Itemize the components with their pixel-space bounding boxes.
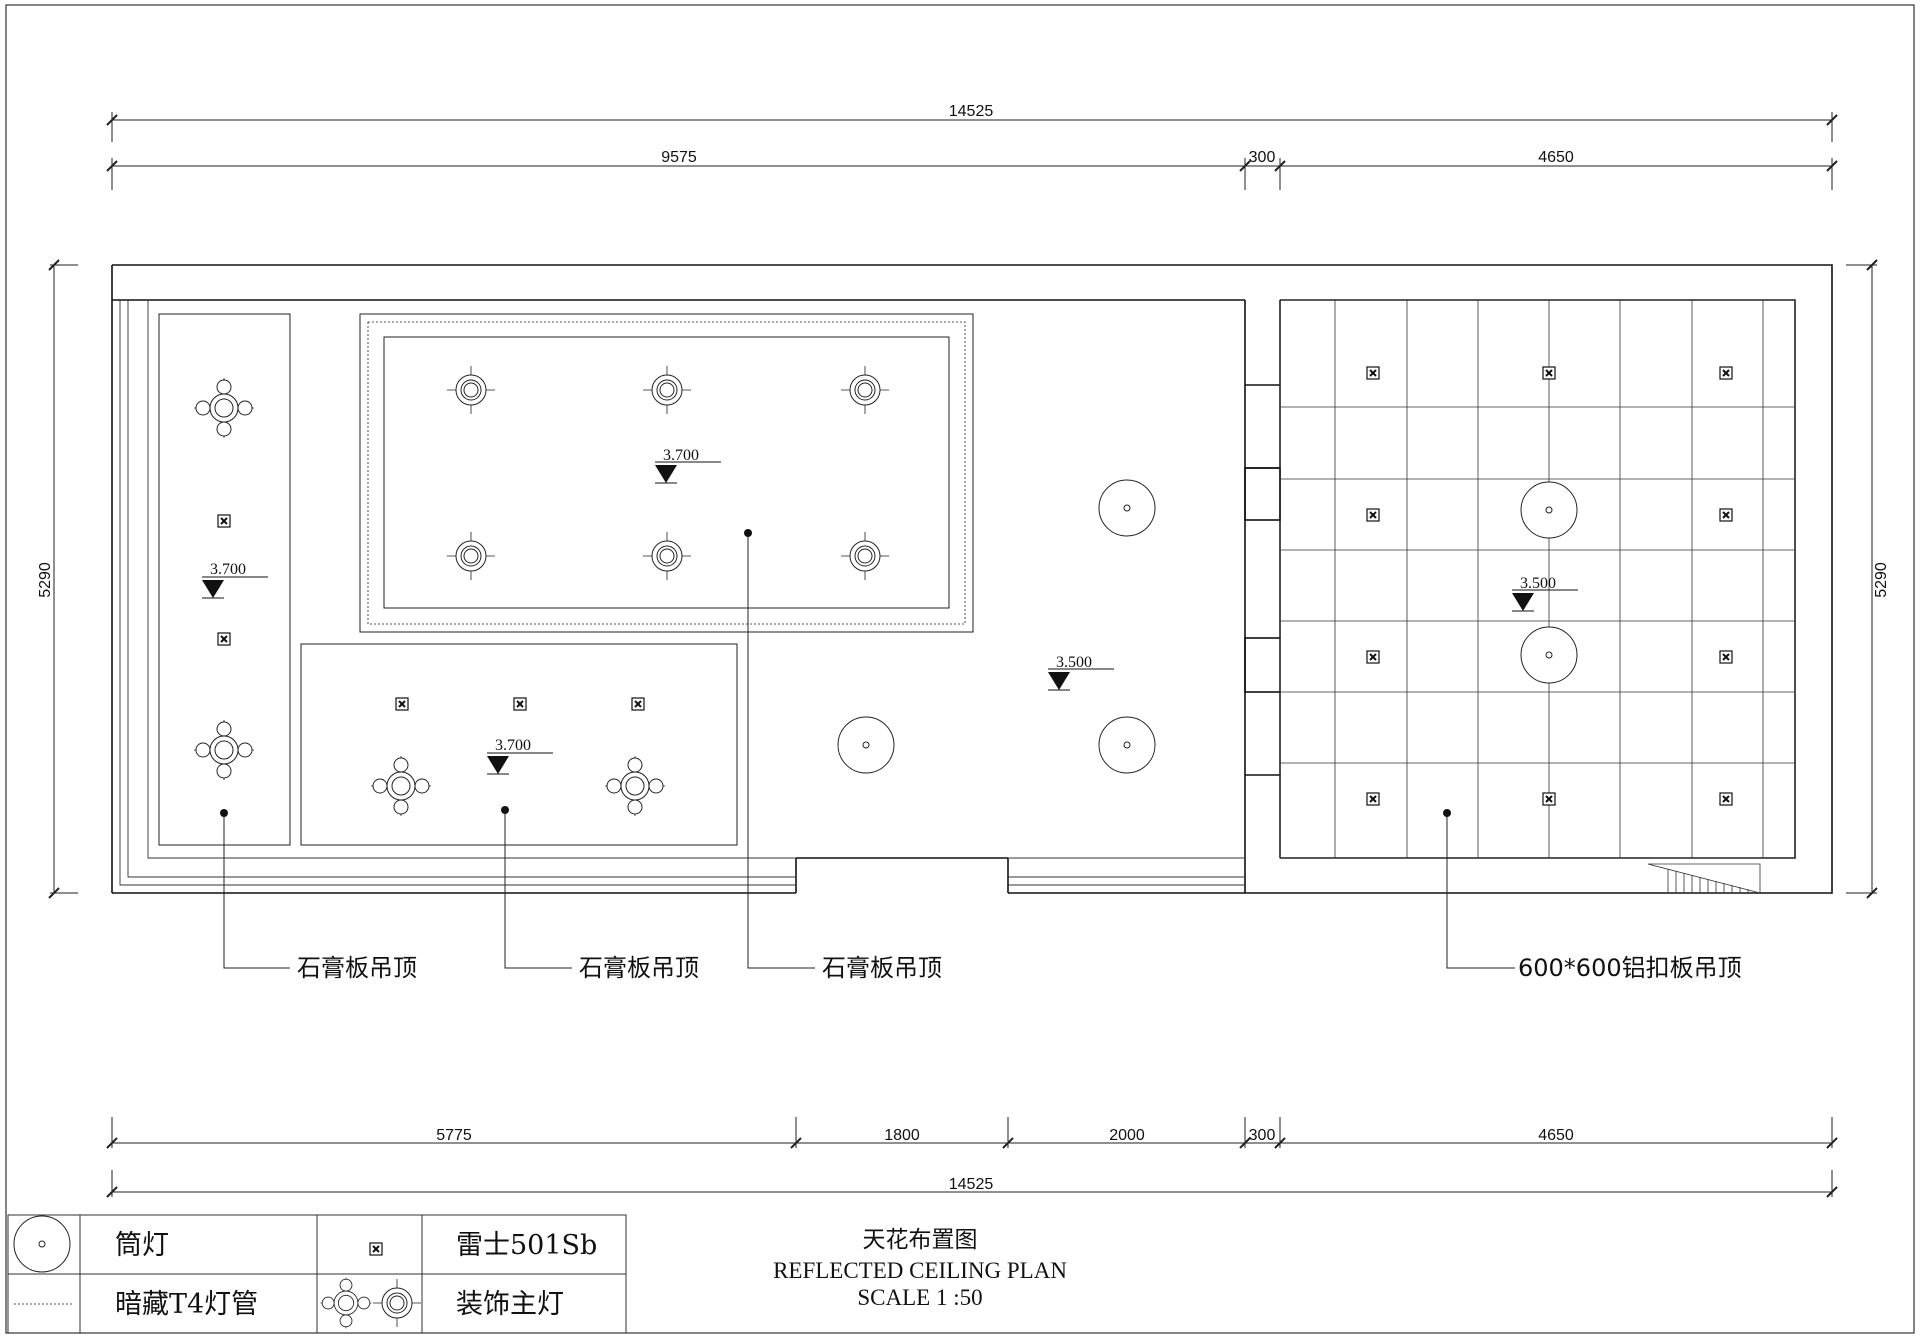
legend-downlight-icon — [13, 1215, 71, 1273]
spot-light — [1719, 792, 1733, 806]
spot-light — [395, 697, 409, 711]
legend-ring-icon — [372, 1278, 422, 1328]
svg-text:3.500: 3.500 — [1056, 654, 1092, 671]
spot-light — [1719, 650, 1733, 664]
drawing-scale: SCALE 1 :50 — [857, 1285, 982, 1310]
callout-label: 石膏板吊顶 — [822, 954, 942, 982]
ring-light — [642, 531, 692, 581]
svg-text:3.700: 3.700 — [210, 561, 246, 578]
side-dimensions — [48, 259, 1878, 899]
svg-text:3.700: 3.700 — [663, 447, 699, 464]
spot-light — [1366, 650, 1380, 664]
svg-text:3.700: 3.700 — [495, 737, 531, 754]
spot-light — [1542, 366, 1556, 380]
callout-label: 600*600铝扣板吊顶 — [1518, 954, 1742, 982]
elevation-marker: 3.500 — [1511, 575, 1579, 612]
callout-leaders — [223, 533, 1515, 969]
downlight — [1098, 716, 1156, 774]
drawing-title-cn: 天花布置图 — [863, 1227, 978, 1252]
decor-light — [370, 755, 432, 817]
elevation-marker: 3.700 — [654, 447, 722, 484]
decor-light — [193, 719, 255, 781]
legend-table — [7, 1214, 627, 1334]
dim-top-total: 14525 — [949, 103, 994, 120]
decor-light — [604, 755, 666, 817]
bottom-dimensions — [106, 1117, 1838, 1198]
downlight — [1520, 481, 1578, 539]
spot-light — [1719, 366, 1733, 380]
dim-top-seg-2: 300 — [1249, 149, 1276, 166]
decor-light — [193, 377, 255, 439]
dim-bottom-seg-4: 300 — [1249, 1127, 1276, 1144]
downlight — [1098, 479, 1156, 537]
elevation-marker: 3.700 — [201, 561, 269, 599]
spot-light — [1366, 508, 1380, 522]
ring-light — [642, 365, 692, 415]
legend-decor-icon — [320, 1277, 372, 1329]
legend-label-main-light: 装饰主灯 — [456, 1289, 564, 1320]
spot-light — [217, 514, 231, 528]
lower-panel — [300, 643, 738, 846]
ring-light — [446, 365, 496, 415]
spot-light — [1366, 366, 1380, 380]
legend-label-downlight: 筒灯 — [115, 1230, 169, 1261]
sheet-border — [5, 4, 1915, 1334]
elevation-marker: 3.500 — [1047, 654, 1115, 691]
top-dimensions — [106, 112, 1838, 190]
svg-text:3.500: 3.500 — [1520, 575, 1556, 592]
ring-light — [446, 531, 496, 581]
legend-label-501sb: 雷士501Sb — [456, 1230, 597, 1261]
spot-light — [513, 697, 527, 711]
spot-light — [1366, 792, 1380, 806]
dim-top-seg-1: 9575 — [661, 149, 697, 166]
legend-spot-icon — [369, 1242, 383, 1256]
spot-light — [217, 632, 231, 646]
dim-bottom-seg-3: 2000 — [1109, 1127, 1145, 1144]
downlight — [1520, 626, 1578, 684]
dim-bottom-seg-1: 5775 — [436, 1127, 472, 1144]
ring-light — [840, 531, 890, 581]
dim-top-seg-3: 4650 — [1538, 149, 1574, 166]
dim-bottom-seg-5: 4650 — [1538, 1127, 1574, 1144]
elevation-marker: 3.700 — [486, 737, 554, 775]
callout-label: 石膏板吊顶 — [579, 954, 699, 982]
downlight — [837, 716, 895, 774]
dim-right-height: 5290 — [1873, 562, 1890, 598]
trim-lines — [119, 300, 1245, 886]
dim-left-height: 5290 — [37, 562, 54, 598]
stair-hatch — [1647, 863, 1761, 894]
upper-panel — [359, 313, 974, 633]
plan-walls — [111, 264, 1833, 894]
spot-light — [1719, 508, 1733, 522]
legend-label-t4: 暗藏T4灯管 — [115, 1289, 258, 1320]
spot-light — [631, 697, 645, 711]
spot-light — [1542, 792, 1556, 806]
callout-dots — [220, 529, 1451, 817]
callout-label: 石膏板吊顶 — [297, 954, 417, 982]
dim-bottom-seg-2: 1800 — [884, 1127, 920, 1144]
ring-light — [840, 365, 890, 415]
aluminum-grid — [1279, 299, 1796, 859]
dim-bottom-total: 14525 — [949, 1176, 994, 1193]
drawing-title-en: REFLECTED CEILING PLAN — [773, 1258, 1067, 1283]
